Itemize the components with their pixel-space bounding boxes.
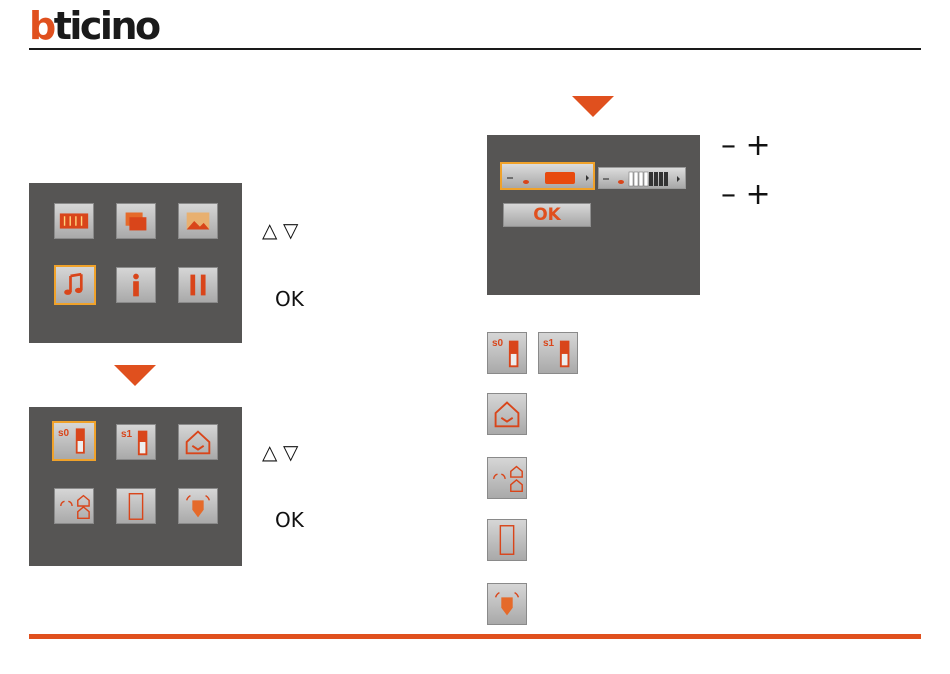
down-arrow-1 [114,365,156,386]
legend-broadcast-house-icon [487,457,527,499]
volume-slider[interactable] [500,162,595,190]
ringtone-slider[interactable] [598,167,686,189]
menu-screen [29,183,242,343]
down-arrow-2 [572,96,614,117]
image-icon[interactable] [178,203,218,239]
footer-divider [29,634,921,639]
volume-minus-plus: – + [721,131,771,161]
header-divider [29,48,921,50]
logo-text: ticino [54,4,159,48]
music-note-icon[interactable] [54,265,96,305]
broadcast-house-icon[interactable] [54,488,94,524]
logo-accent: b [29,4,54,48]
house-icon[interactable] [178,424,218,460]
ok-hint-2: OK [275,508,304,532]
info-icon[interactable] [116,267,156,303]
legend-house-icon [487,393,527,435]
confirm-ok-button[interactable]: OK [503,203,591,227]
legend-s1-intercom-icon: s1 [538,332,578,374]
nav-up-down-2: △ ▽ [262,440,298,465]
calculator-icon[interactable] [54,203,94,239]
legend-alarm-icon [487,583,527,625]
alarm-icon[interactable] [178,488,218,524]
legend-door-icon [487,519,527,561]
door-icon[interactable] [116,488,156,524]
intercom-screen: s0 s1 [29,407,242,566]
s0-intercom-icon[interactable]: s0 [52,421,96,461]
folder-icon[interactable] [116,203,156,239]
legend-s0-intercom-icon: s0 [487,332,527,374]
s1-intercom-icon[interactable]: s1 [116,424,156,460]
tools-icon[interactable] [178,267,218,303]
bticino-logo: bticino [29,6,159,46]
ringtone-minus-plus: – + [721,180,771,210]
ok-hint-1: OK [275,287,304,311]
nav-up-down-1: △ ▽ [262,218,298,243]
